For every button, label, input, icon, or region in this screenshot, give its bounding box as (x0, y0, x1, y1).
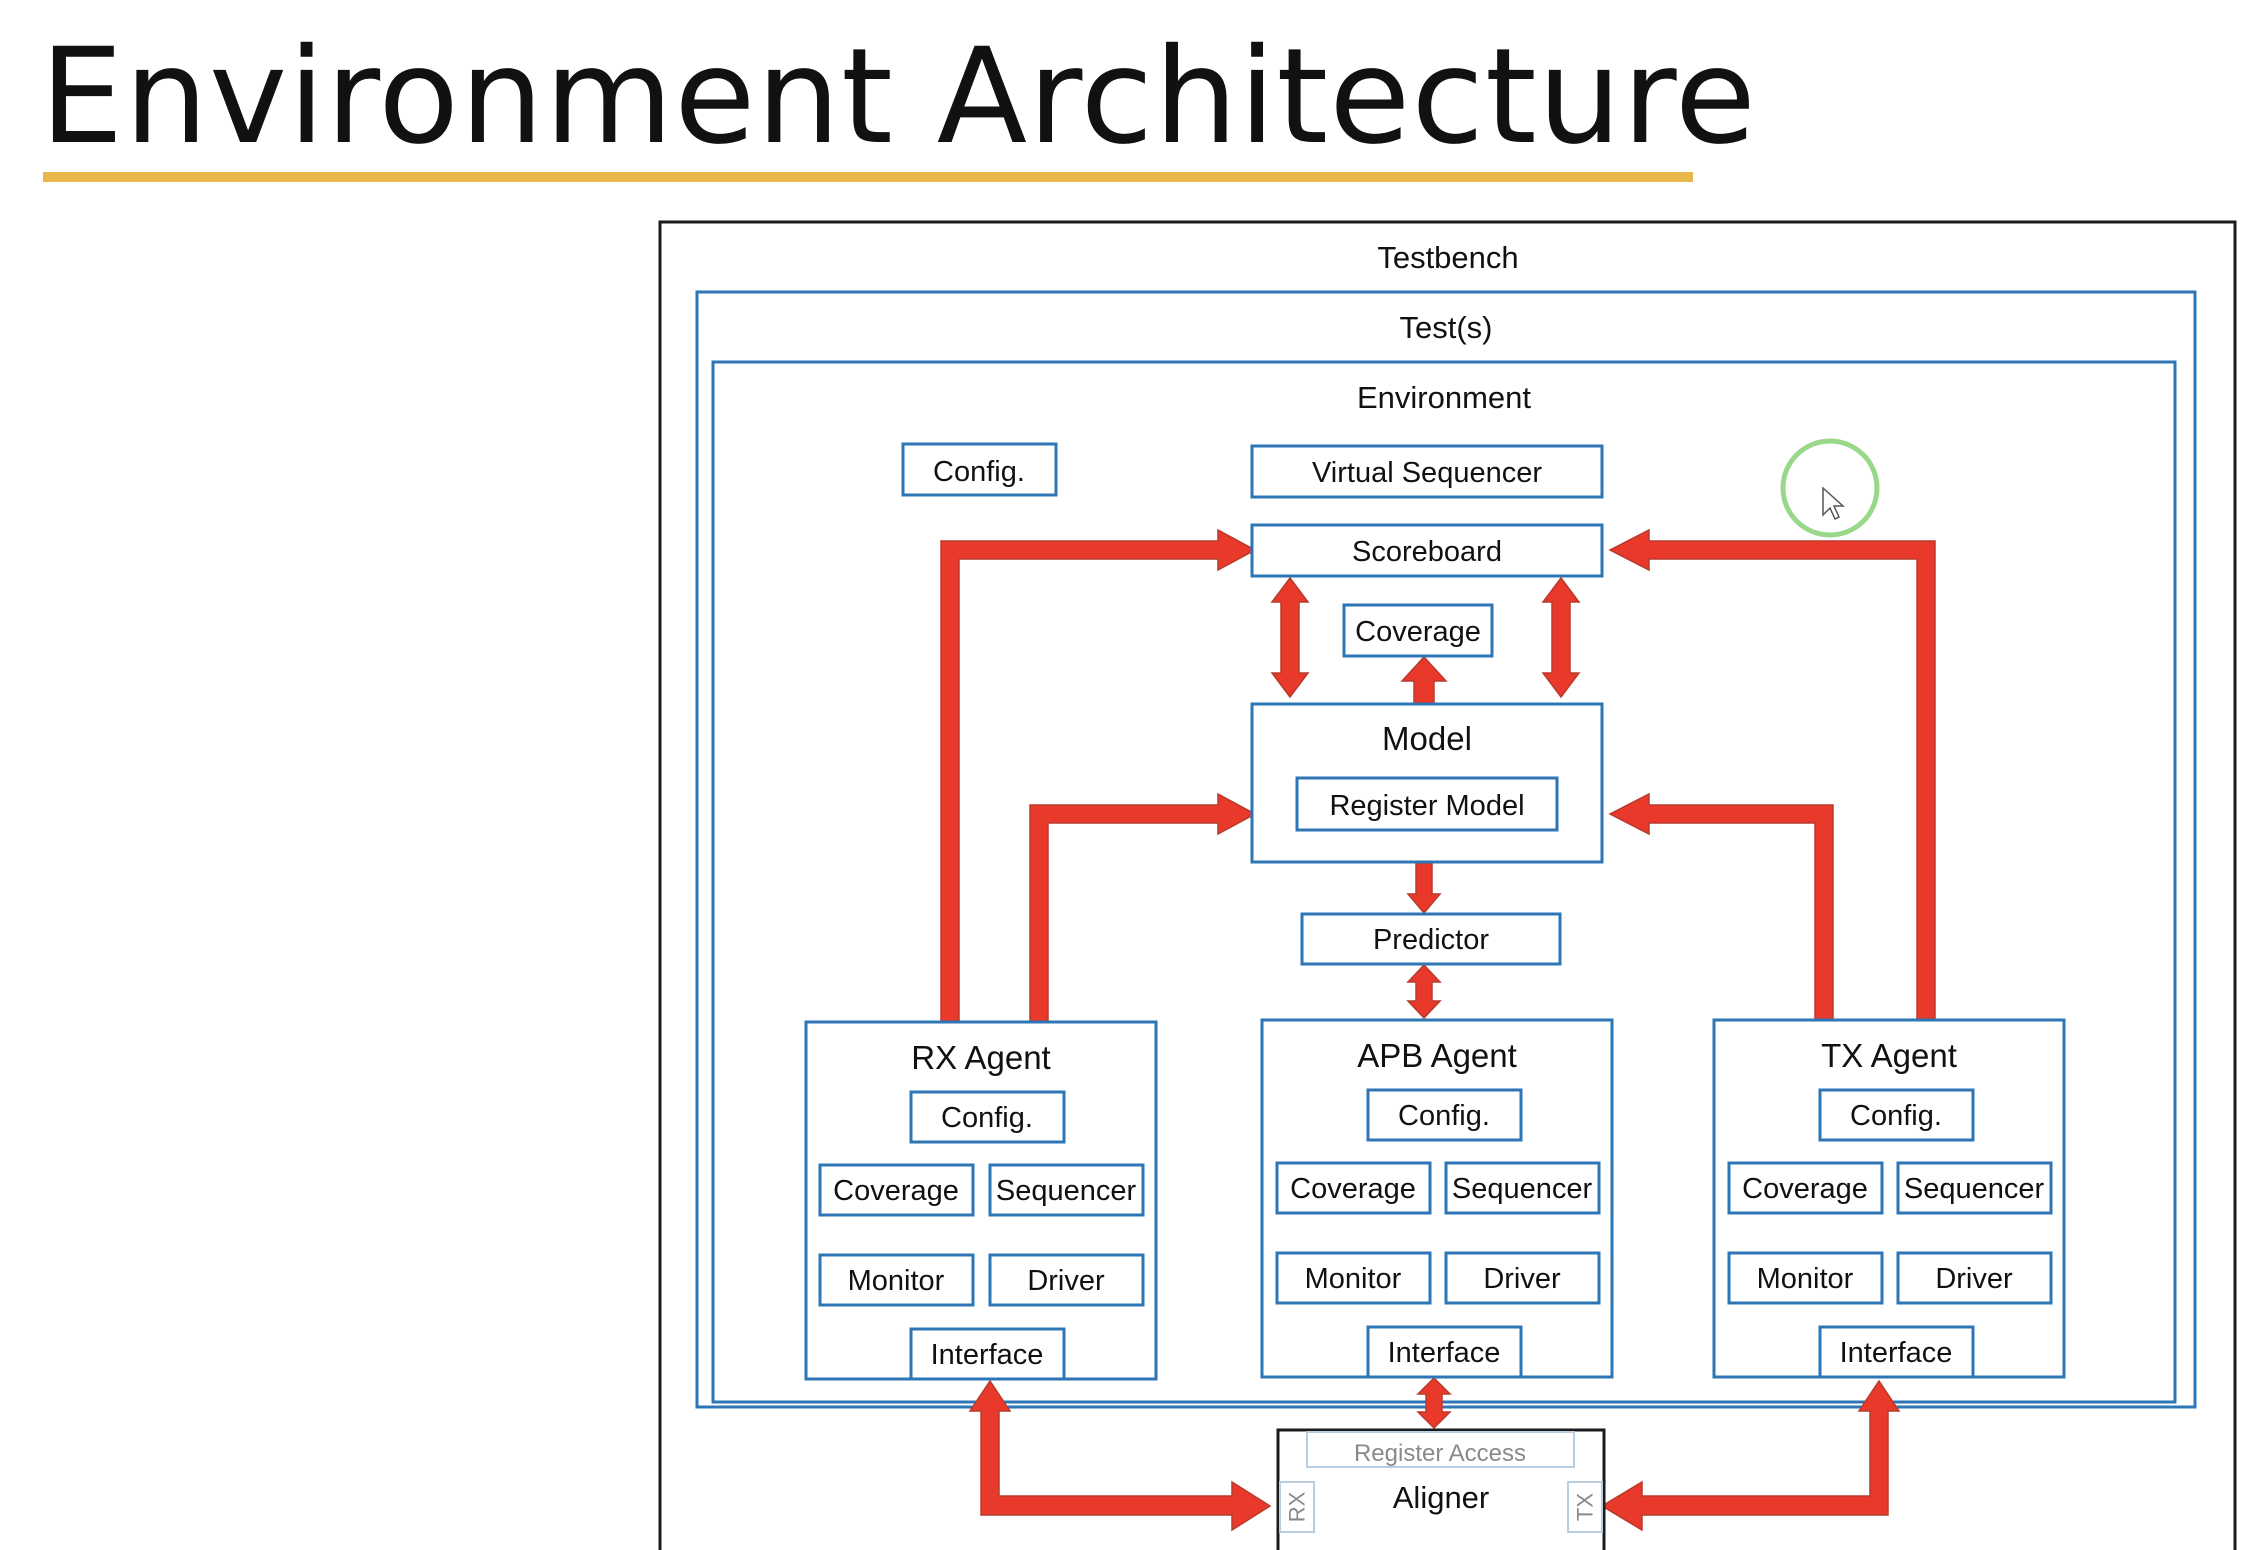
predictor-box (1300, 912, 1562, 966)
model-label: Model (1382, 720, 1472, 757)
apb-config-box (1366, 1088, 1523, 1142)
cursor-ring (1780, 438, 1880, 538)
tests-label: Test(s) (1400, 310, 1493, 345)
tx-interface-box (1818, 1325, 1975, 1379)
register-model-box (1295, 776, 1559, 832)
apb-monitor-box (1275, 1251, 1432, 1305)
register-access-port (1306, 1431, 1575, 1468)
rx-port-label: RX (1285, 1491, 1310, 1522)
rx-agent-title: RX Agent (911, 1039, 1050, 1076)
cursor-highlight (1780, 438, 1880, 538)
virtual-sequencer-label: Virtual Sequencer (1312, 457, 1542, 489)
rx-agent: RX Agent Config. Coverage Sequencer Moni… (804, 1020, 1158, 1381)
model-to-coverage-arrow (1400, 655, 1448, 705)
apb-interface-box (1366, 1325, 1523, 1379)
slide-title: Environment Architecture (40, 20, 1757, 174)
tx-sequencer-box (1896, 1161, 2053, 1215)
tx-agent: TX Agent Config. Coverage Sequencer Moni… (1712, 1018, 2066, 1379)
rx-to-scoreboard-arrow (940, 528, 1257, 1023)
predictor-apb-arrow (1406, 963, 1442, 1020)
tx-to-scoreboard-arrow (1608, 528, 1936, 1023)
aligner-dut: Register Access Aligner RX TX (1276, 1428, 1606, 1550)
tx-port-label: TX (1573, 1493, 1598, 1521)
apb-monitor-label: Monitor (1305, 1263, 1402, 1295)
testbench-label: Testbench (1377, 240, 1518, 275)
apb-driver-label: Driver (1483, 1263, 1561, 1295)
apb-register-access-arrow (1416, 1376, 1452, 1430)
predictor-label: Predictor (1373, 924, 1489, 956)
rx-port (1279, 1481, 1315, 1533)
tx-driver-label: Driver (1935, 1263, 2013, 1295)
tx-monitor-box (1727, 1251, 1884, 1305)
apb-agent: APB Agent Config. Coverage Sequencer Mon… (1260, 1018, 1614, 1379)
tx-port (1567, 1481, 1603, 1533)
rx-interface-aligner-arrow (968, 1379, 1272, 1532)
tx-config-box (1818, 1088, 1975, 1142)
title-underline (43, 172, 1693, 182)
tx-config-label: Config. (1850, 1100, 1942, 1132)
tx-agent-title: TX Agent (1821, 1037, 1957, 1074)
rx-to-model-arrow (1029, 792, 1257, 1023)
apb-coverage-label: Coverage (1290, 1173, 1416, 1205)
scoreboard-model-right-arrow (1541, 576, 1581, 699)
scoreboard-label: Scoreboard (1352, 536, 1502, 568)
rx-sequencer-box (988, 1163, 1145, 1217)
env-config-label: Config. (933, 456, 1025, 488)
tx-coverage-box (1727, 1161, 1884, 1215)
testbench-frame (658, 220, 2237, 1550)
coverage-label: Coverage (1355, 616, 1481, 648)
environment-frame (711, 360, 2177, 1404)
register-access-label: Register Access (1354, 1440, 1526, 1467)
scoreboard-model-left-arrow (1270, 576, 1310, 699)
rx-driver-box (988, 1253, 1145, 1307)
tx-interface-label: Interface (1840, 1337, 1953, 1369)
tx-monitor-label: Monitor (1757, 1263, 1854, 1295)
rx-config-box (909, 1090, 1066, 1144)
scoreboard-box (1250, 523, 1604, 578)
tx-to-model-arrow (1608, 792, 1834, 1023)
apb-sequencer-label: Sequencer (1452, 1173, 1593, 1205)
virtual-sequencer-box (1250, 444, 1604, 499)
apb-interface-label: Interface (1388, 1337, 1501, 1369)
tx-sequencer-label: Sequencer (1904, 1173, 2045, 1205)
tests-frame (695, 290, 2197, 1409)
apb-driver-box (1444, 1251, 1601, 1305)
apb-sequencer-box (1444, 1161, 1601, 1215)
aligner-label: Aligner (1393, 1480, 1490, 1515)
apb-coverage-box (1275, 1161, 1432, 1215)
rx-monitor-box (818, 1253, 975, 1307)
apb-agent-title: APB Agent (1357, 1037, 1517, 1074)
rx-interface-box (909, 1327, 1066, 1381)
apb-config-label: Config. (1398, 1100, 1490, 1132)
rx-driver-label: Driver (1027, 1265, 1105, 1297)
tx-driver-box (1896, 1251, 2053, 1305)
coverage-box (1342, 603, 1494, 658)
rx-sequencer-label: Sequencer (996, 1175, 1137, 1207)
mouse-pointer-icon (1822, 486, 1845, 521)
rx-interface-label: Interface (931, 1339, 1044, 1371)
rx-monitor-label: Monitor (848, 1265, 945, 1297)
rx-coverage-label: Coverage (833, 1175, 959, 1207)
environment-label: Environment (1357, 380, 1531, 415)
tx-coverage-label: Coverage (1742, 1173, 1868, 1205)
env-config-box (901, 442, 1058, 497)
rx-config-label: Config. (941, 1102, 1033, 1134)
register-model-label: Register Model (1329, 790, 1524, 822)
rx-coverage-box (818, 1163, 975, 1217)
